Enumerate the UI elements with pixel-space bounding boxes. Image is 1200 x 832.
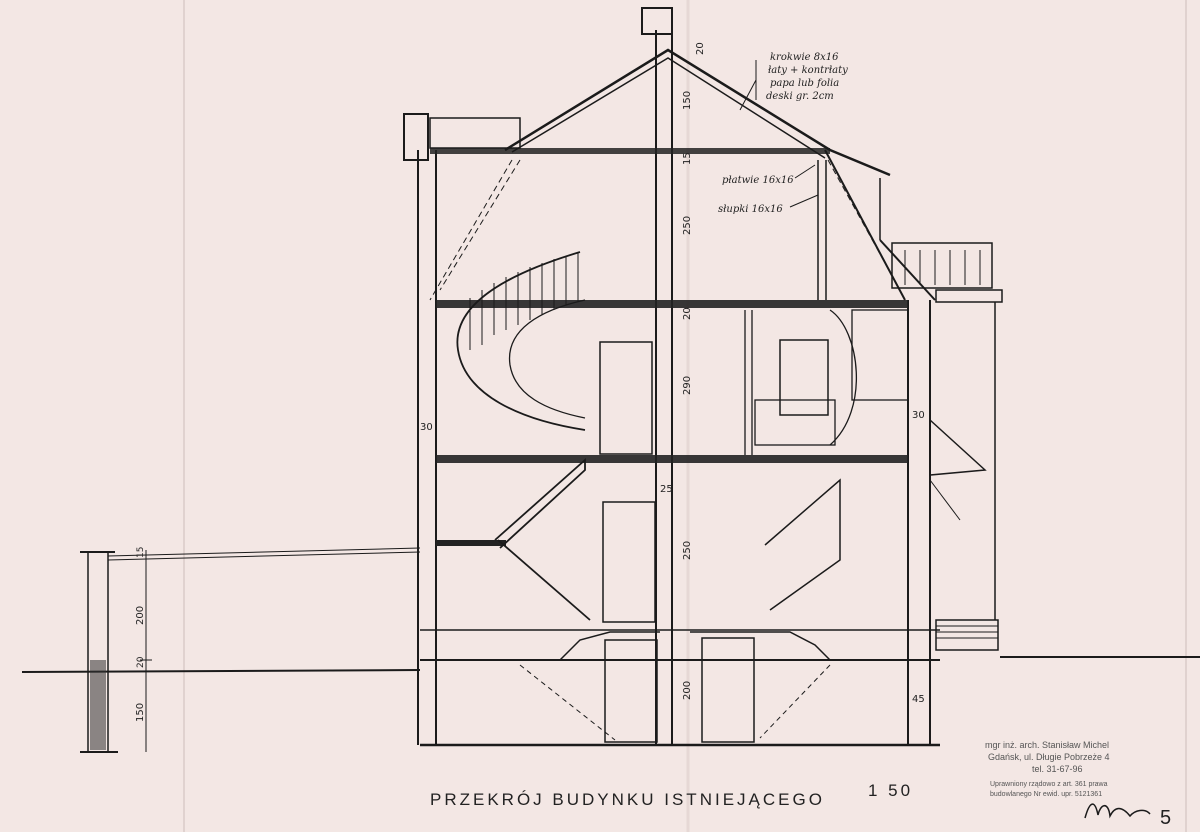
fence-post xyxy=(80,547,421,753)
dim-11: 30 xyxy=(912,410,925,421)
dim-5: 20 xyxy=(682,307,693,320)
sheet-number: 5 xyxy=(1160,807,1171,829)
dim-15: 20 xyxy=(136,656,146,668)
architect-stamp: mgr inż. arch. Stanisław Michel Gdańsk, … xyxy=(985,740,1110,798)
note-purlins: płatwie 16x16 xyxy=(722,175,794,186)
stamp-phone: tel. 31-67-96 xyxy=(1032,764,1083,774)
stamp-name: mgr inż. arch. Stanisław Michel xyxy=(985,740,1109,750)
dim-10: 30 xyxy=(420,422,433,433)
dimension-labels: 20 150 15 250 20 290 25 250 200 30 30 45… xyxy=(135,42,925,722)
dim-2: 150 xyxy=(682,91,693,110)
note-posts: słupki 16x16 xyxy=(718,204,783,215)
dim-8: 250 xyxy=(682,541,693,560)
dim-7: 25 xyxy=(660,484,673,495)
note-boards: deski gr. 2cm xyxy=(766,91,834,102)
dim-4: 250 xyxy=(682,216,693,235)
dim-9: 200 xyxy=(682,681,693,700)
dim-12: 45 xyxy=(912,694,925,705)
note-rafters: krokwie 8x16 xyxy=(770,52,839,63)
drawing-scale: 1 50 xyxy=(868,781,913,800)
signature xyxy=(1084,803,1151,819)
drawing-title: PRZEKRÓJ BUDYNKU ISTNIEJĄCEGO xyxy=(430,790,825,809)
dim-16: 150 xyxy=(135,703,146,722)
dim-1: 20 xyxy=(695,42,706,55)
dim-14: 200 xyxy=(135,606,146,625)
note-battens: łaty + kontrłaty xyxy=(768,65,848,76)
dim-3: 15 xyxy=(682,152,693,165)
note-felt: papa lub folia xyxy=(770,78,839,89)
stamp-address: Gdańsk, ul. Długie Pobrzeże 4 xyxy=(988,752,1110,762)
dim-6: 290 xyxy=(682,376,693,395)
building-shell xyxy=(403,7,1003,747)
annotations: krokwie 8x16 łaty + kontrłaty papa lub f… xyxy=(718,52,848,215)
stamp-license: Uprawniony rządowo z art. 361 prawa xyxy=(990,781,1108,788)
stamp-registry: budowlanego Nr ewid. upr. 5121361 xyxy=(990,791,1102,798)
dim-13: 15 xyxy=(136,547,146,558)
